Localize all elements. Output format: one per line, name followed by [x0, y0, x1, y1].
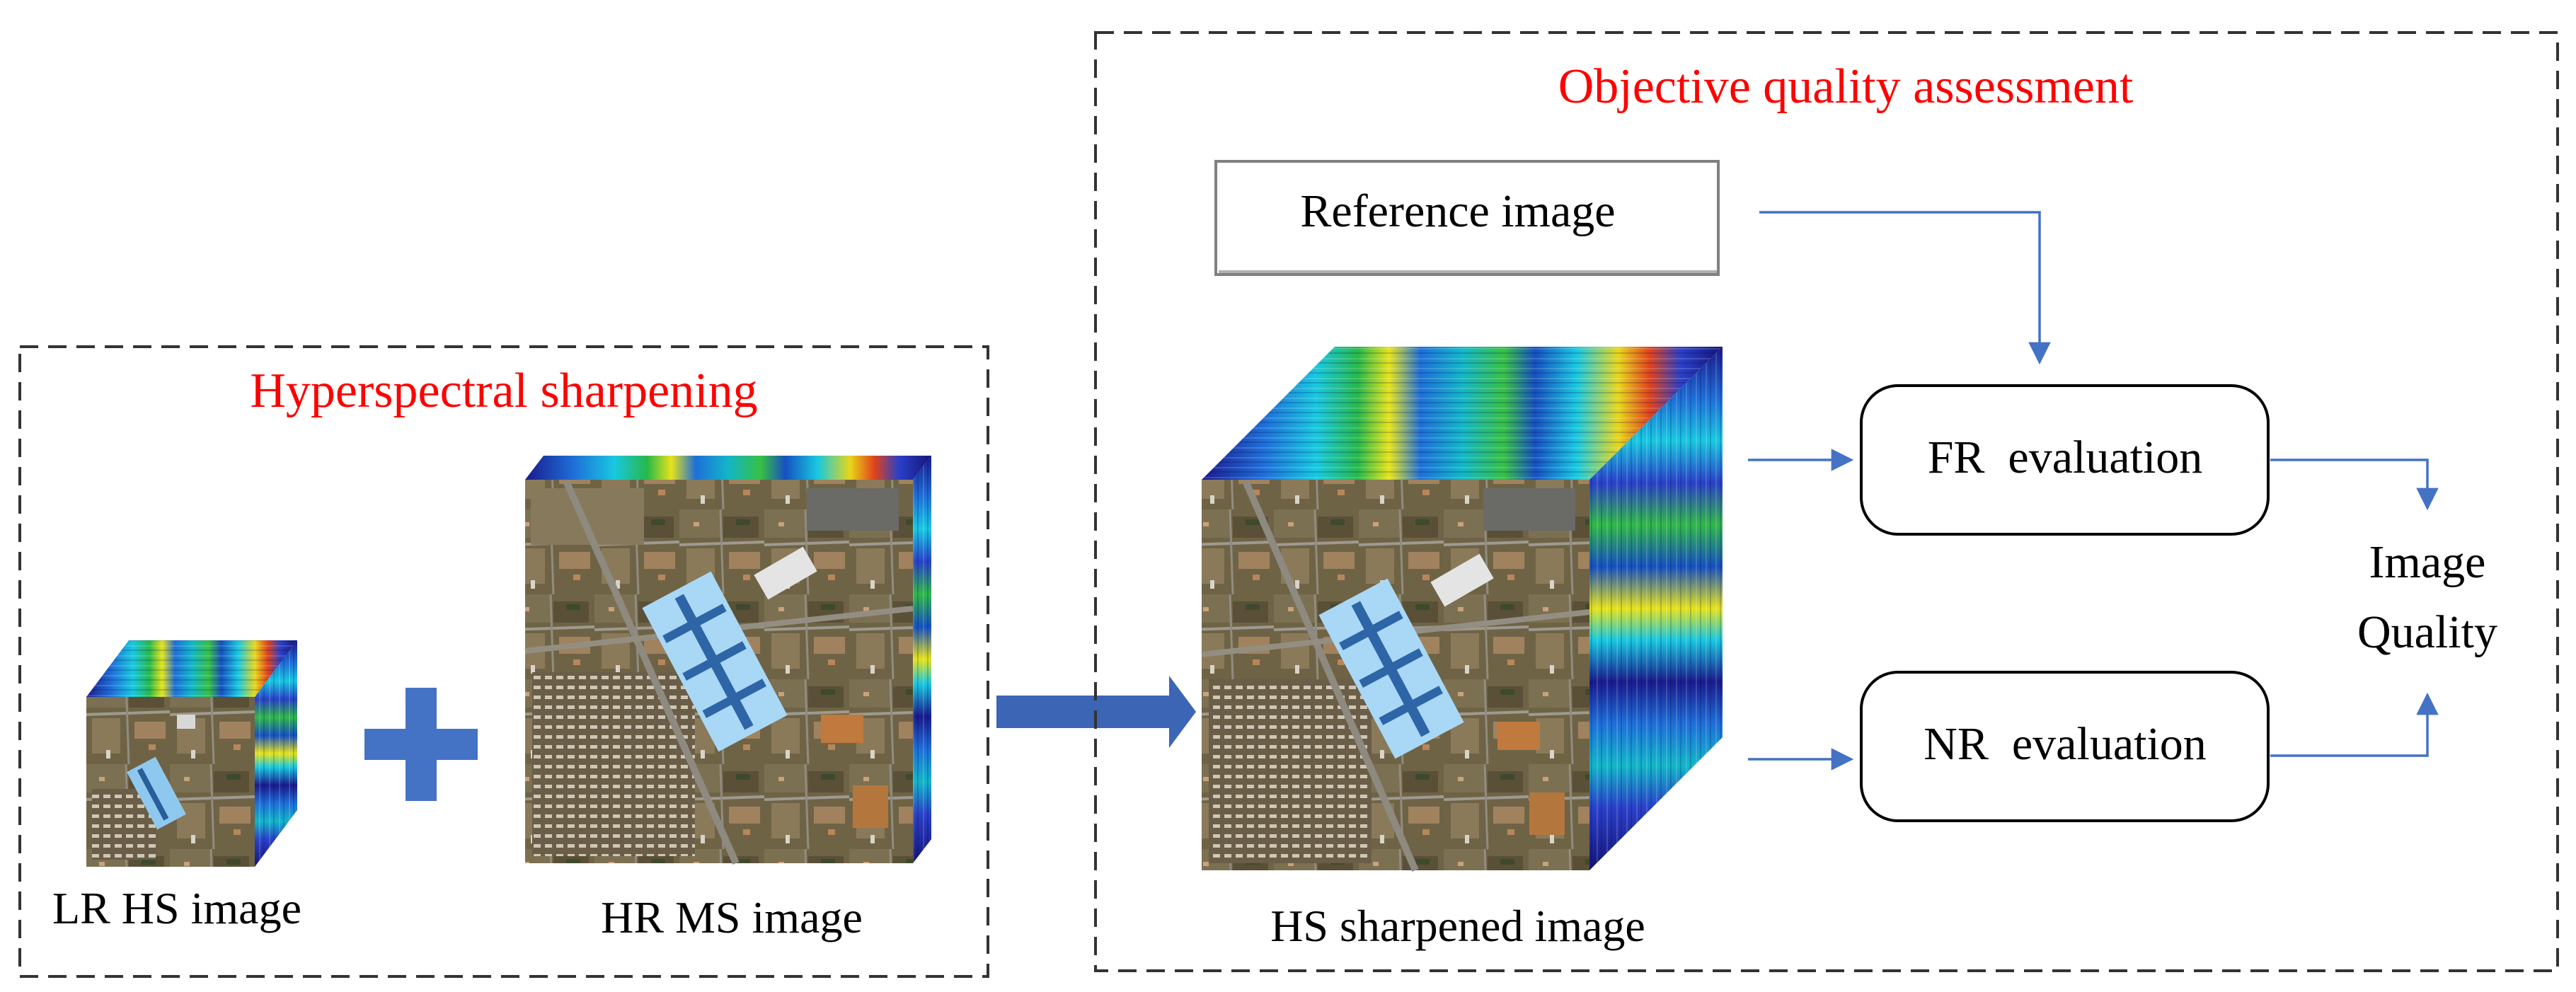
- reference-image-box: [1214, 160, 1720, 276]
- sharpening-title: Hyperspectral sharpening: [250, 364, 757, 418]
- image-quality-line1: Image: [2369, 536, 2486, 588]
- assessment-frame: [1094, 31, 2559, 972]
- nr-evaluation-label: NR evaluation: [1924, 718, 2207, 770]
- sharpening-frame: [18, 345, 989, 978]
- hs-sharpened-cube: [1201, 347, 1723, 872]
- assessment-title: Objective quality assessment: [1558, 59, 2134, 114]
- image-quality-line2: Quality: [2357, 606, 2497, 658]
- reference-image-label: Reference image: [1300, 185, 1615, 237]
- lr-hs-label: LR HS image: [52, 883, 301, 933]
- fr-evaluation-box: [1860, 384, 2270, 536]
- lr-hs-cube: [86, 640, 297, 867]
- connector-nr-to-quality: [2270, 692, 2439, 757]
- nr-evaluation-box: [1860, 671, 2270, 822]
- fr-evaluation-label: FR evaluation: [1928, 432, 2203, 483]
- connector-reference-to-fr: [1759, 211, 2051, 365]
- hs-sharpened-label: HS sharpened image: [1270, 901, 1645, 951]
- hr-ms-label: HR MS image: [601, 892, 863, 942]
- hr-ms-cube-top: [525, 456, 931, 480]
- connector-fr-to-quality: [2270, 458, 2439, 511]
- plus-icon: [364, 688, 478, 801]
- hr-ms-cube: [524, 456, 931, 865]
- big-flow-arrow: [996, 676, 1196, 748]
